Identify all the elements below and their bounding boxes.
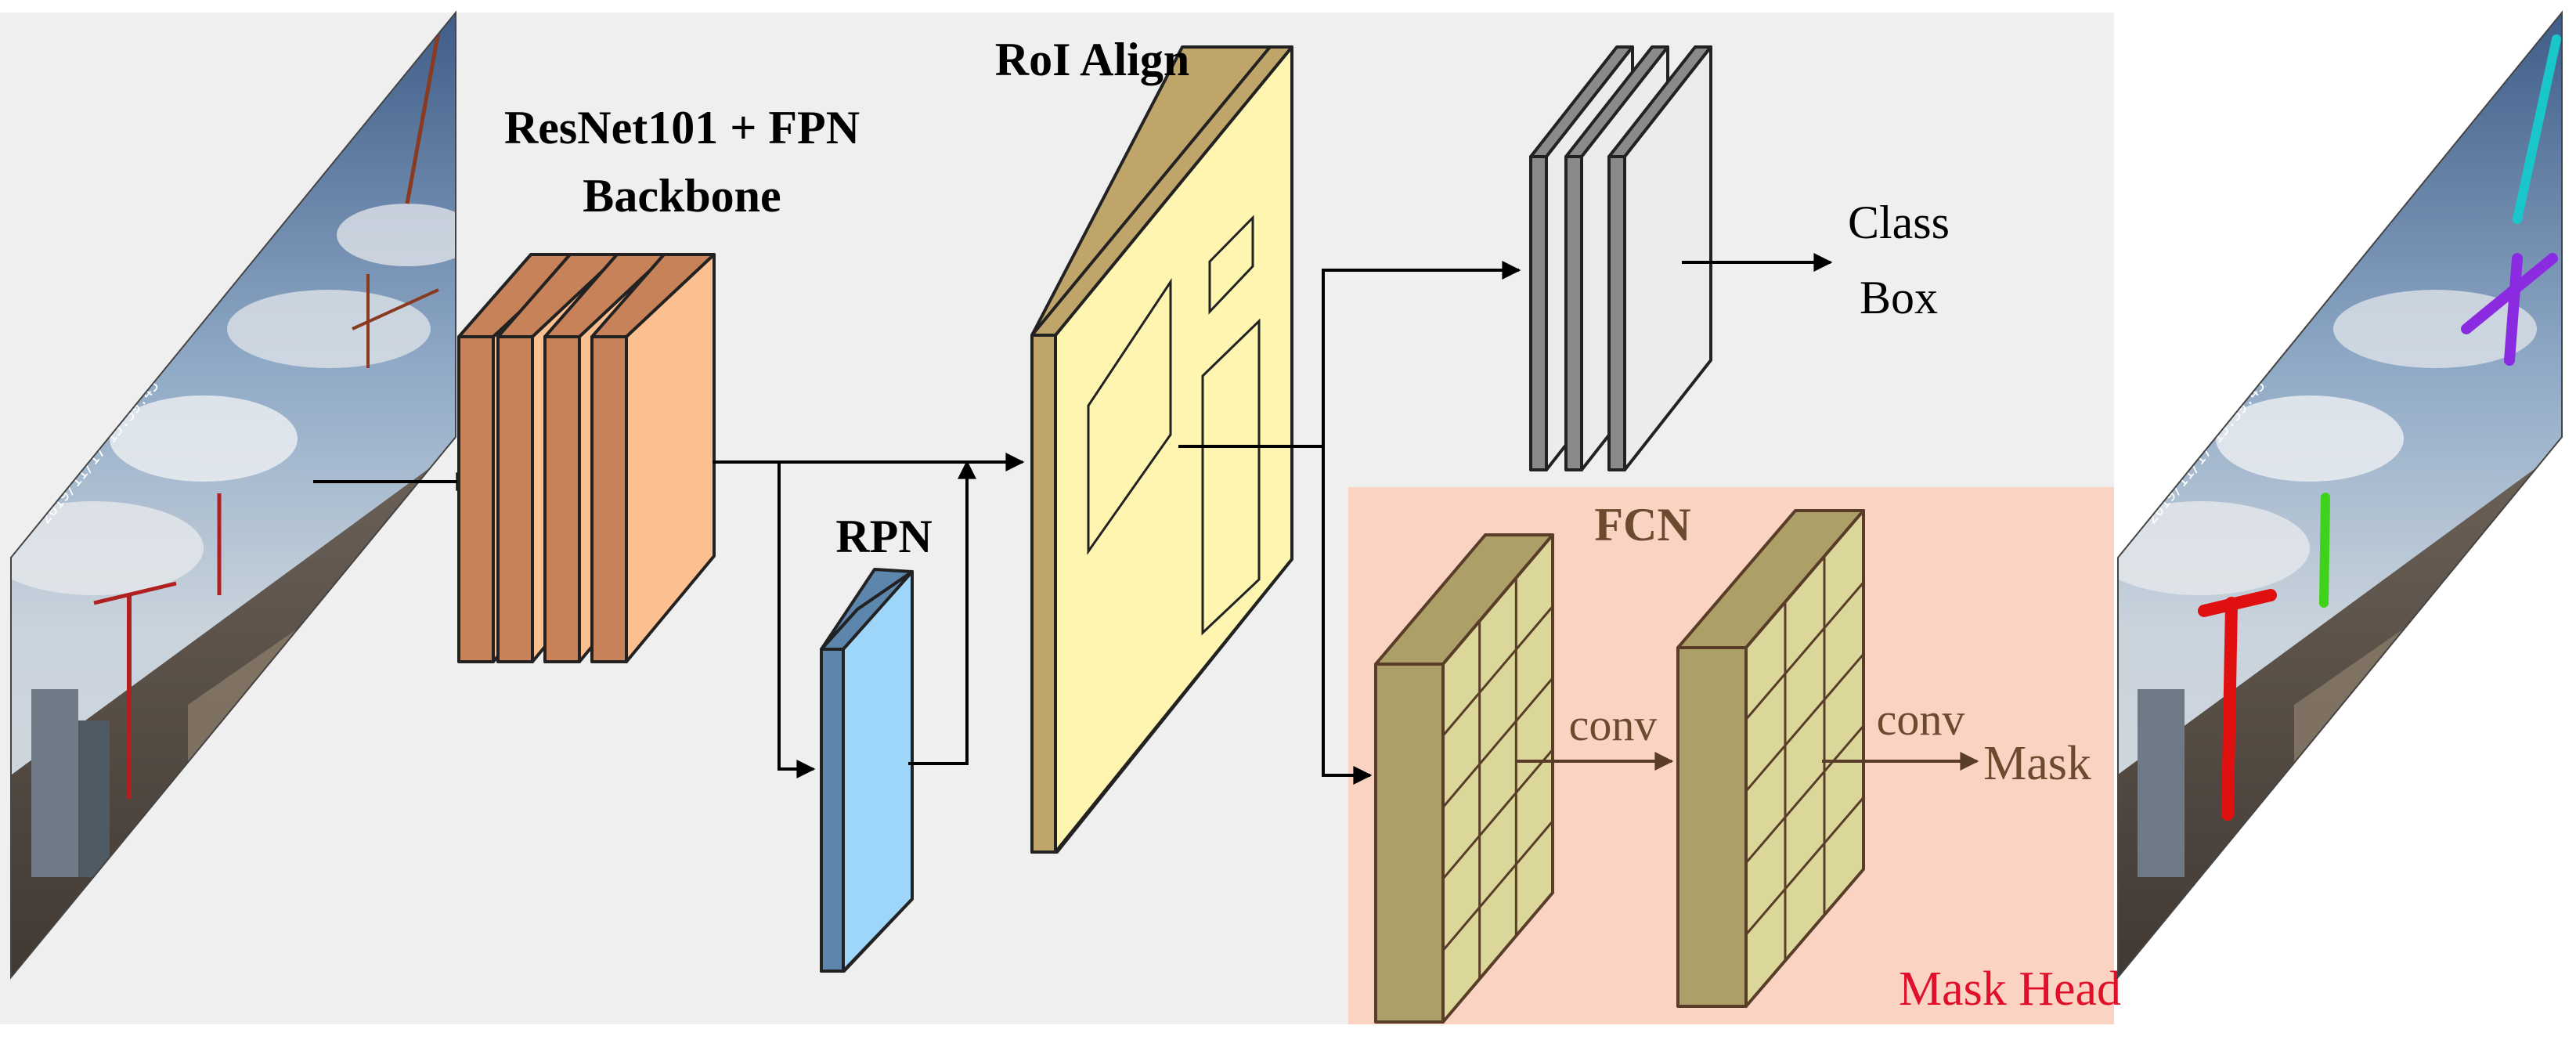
class-label: Class <box>1848 197 1950 248</box>
roi-connectors <box>1178 261 1521 785</box>
crane-mask-purple <box>2461 253 2558 366</box>
box-head-block <box>1529 45 1712 471</box>
fcn-block-2 <box>1676 509 1865 1008</box>
backbone-layer-side-2 <box>496 335 534 663</box>
box-label: Box <box>1860 272 1938 323</box>
rpn-label: RPN <box>835 511 932 562</box>
fcn-side-1 <box>1374 663 1445 1024</box>
fcn-side-2 <box>1676 646 1748 1008</box>
crane-mask-green <box>2319 493 2330 608</box>
box-head-layer-side-3 <box>1607 155 1626 471</box>
roi-align-block <box>1030 45 1293 854</box>
mask-head-label: Mask Head <box>1899 962 2121 1016</box>
crane-mask-red <box>2198 589 2277 821</box>
roi-align-label: RoI Align <box>995 34 1189 85</box>
output-photo-frame <box>2117 10 2563 980</box>
backbone-layer-side-4 <box>590 335 628 663</box>
backbone-label-line1: ResNet101 + FPN <box>504 102 860 153</box>
backbone-layer-side-1 <box>457 335 495 663</box>
backbone-connectors <box>713 453 1025 778</box>
backbone-block <box>457 253 716 663</box>
box-head-layer-side-2 <box>1564 155 1583 471</box>
backbone-layer-side-3 <box>543 335 581 663</box>
roi-boxes <box>1087 215 1261 636</box>
fcn-label: FCN <box>1594 499 1690 551</box>
output-photo: 2019/11/17 15:39:45 <box>2118 13 2562 977</box>
conv-label-1: conv <box>1569 699 1658 750</box>
input-photo-frame <box>10 10 456 980</box>
conv-label-2: conv <box>1877 694 1965 745</box>
backbone-label-line2: Backbone <box>583 170 781 222</box>
mask-label: Mask <box>1983 737 2091 790</box>
crane-mask-cyan <box>2513 34 2561 224</box>
box-head-layer-side-1 <box>1529 155 1548 471</box>
rpn-block <box>820 568 914 973</box>
fcn-block-1 <box>1374 533 1554 1024</box>
